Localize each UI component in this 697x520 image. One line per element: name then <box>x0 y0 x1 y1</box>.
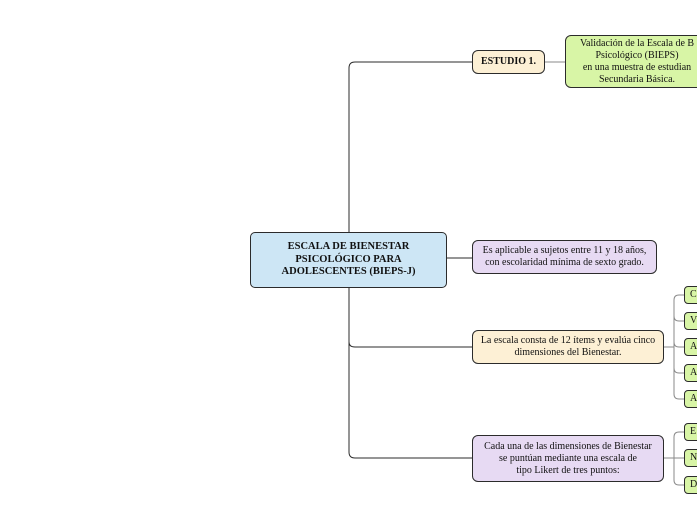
dimensions-label: La escala consta de 12 ítems y evalúa ci… <box>480 335 656 358</box>
study-node-label: ESTUDIO 1. <box>480 56 536 67</box>
root-node[interactable]: ESCALA DE BIENESTAR PSICOLÓGICO PARA ADO… <box>250 232 447 288</box>
dimension-leaf[interactable]: C <box>684 286 697 304</box>
study-detail-label: Validación de la Escala de B Psicológico… <box>579 37 695 85</box>
scoring-label: Cada una de las dimensiones de Bienestar… <box>484 440 652 476</box>
applicability-node[interactable]: Es aplicable a sujetos entre 11 y 18 año… <box>472 240 657 274</box>
dimension-leaf[interactable]: A <box>684 364 697 382</box>
dimension-leaf[interactable]: V <box>684 312 697 330</box>
applicability-label: Es aplicable a sujetos entre 11 y 18 año… <box>482 245 647 268</box>
scoring-leaf[interactable]: E <box>684 423 697 441</box>
scoring-leaf[interactable]: D <box>684 476 697 494</box>
root-node-label: ESCALA DE BIENESTAR PSICOLÓGICO PARA ADO… <box>281 241 416 278</box>
scoring-node[interactable]: Cada una de las dimensiones de Bienestar… <box>472 435 664 482</box>
study-node[interactable]: ESTUDIO 1. <box>472 50 545 74</box>
dimension-leaf[interactable]: A <box>684 338 697 356</box>
study-detail-node[interactable]: Validación de la Escala de B Psicológico… <box>565 35 697 88</box>
scoring-leaf[interactable]: N <box>684 449 697 467</box>
dimensions-node[interactable]: La escala consta de 12 ítems y evalúa ci… <box>472 330 664 364</box>
dimension-leaf[interactable]: A <box>684 390 697 408</box>
